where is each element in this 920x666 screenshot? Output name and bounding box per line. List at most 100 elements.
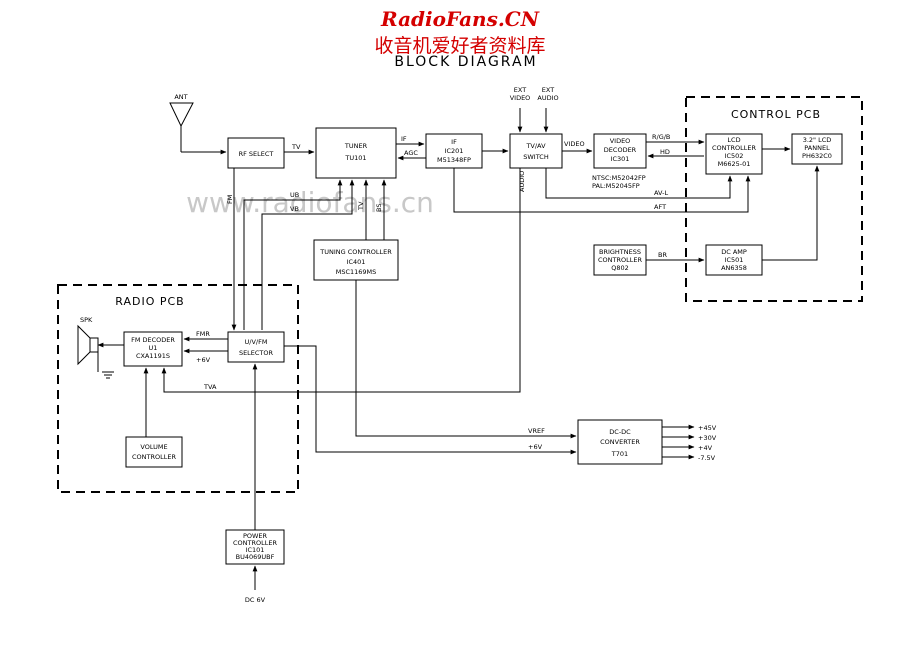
out-4v-label: +4V bbox=[698, 444, 713, 452]
selector-block bbox=[227, 331, 285, 363]
tvav-text-2: SWITCH bbox=[523, 153, 549, 161]
video-decoder-text-3: IC301 bbox=[611, 155, 630, 163]
spk-label: SPK bbox=[80, 316, 93, 324]
tvav-text-1: TV/AV bbox=[525, 142, 546, 150]
radio-pcb-region bbox=[57, 284, 299, 493]
avl-line bbox=[545, 168, 733, 199]
fm-decoder-text-3: CXA1191S bbox=[136, 352, 170, 360]
watermark-site: RadioFans.CN bbox=[380, 7, 540, 31]
bs-label: BS bbox=[375, 204, 383, 212]
power-text-1: POWER bbox=[243, 532, 268, 540]
rf-select-block bbox=[227, 137, 285, 169]
volume-text-2: CONTROLLER bbox=[132, 453, 176, 461]
brightness-text-1: BRIGHTNESS bbox=[599, 248, 641, 256]
tuning-controller-text-1: TUNING CONTROLLER bbox=[319, 248, 392, 256]
lcd-controller-text-2: CONTROLLER bbox=[712, 144, 756, 152]
out-45v-label: +45V bbox=[698, 424, 717, 432]
tuner-text-2: TU101 bbox=[344, 154, 366, 162]
tuning-controller-text-3: MSC1169MS bbox=[336, 268, 377, 276]
if-text-3: M51348FP bbox=[437, 156, 471, 164]
ext-video-label-2: VIDEO bbox=[510, 94, 531, 102]
out-30v-label: +30V bbox=[698, 434, 717, 442]
ext-audio-label-2: AUDIO bbox=[537, 94, 558, 102]
video-decoder-block bbox=[593, 133, 647, 169]
plus6v-radio-label: +6V bbox=[196, 356, 211, 364]
selector-text-2: SELECTOR bbox=[239, 349, 274, 357]
volume-text-1: VOLUME bbox=[140, 443, 167, 451]
power-text-3: IC101 bbox=[246, 546, 265, 554]
volume-controller-block bbox=[125, 436, 183, 468]
lcd-controller-text-4: M6625-01 bbox=[718, 160, 751, 168]
ext-audio-label-1: EXT bbox=[542, 86, 554, 94]
rf-select-text: RF SELECT bbox=[239, 150, 274, 158]
if-block bbox=[425, 133, 483, 169]
plus6v-line bbox=[284, 345, 577, 455]
dcdc-text-3: T701 bbox=[611, 450, 628, 458]
dc-amp-block bbox=[705, 244, 763, 276]
power-controller-block bbox=[225, 529, 285, 565]
aft-line bbox=[453, 168, 751, 213]
lcd-controller-text-3: IC502 bbox=[725, 152, 744, 160]
avl-label: AV-L bbox=[654, 189, 668, 197]
video-decoder-text-1: VIDEO bbox=[610, 137, 631, 145]
speaker-icon bbox=[77, 324, 114, 379]
diagram-title: BLOCK DIAGRAM bbox=[394, 54, 537, 70]
dc-amp-text-3: AN6358 bbox=[721, 264, 747, 272]
ub-line bbox=[243, 179, 343, 330]
dc-amp-text-2: IC501 bbox=[725, 256, 744, 264]
ntsc-label: NTSC:M52042FP bbox=[592, 174, 646, 182]
brightness-text-2: CONTROLLER bbox=[598, 256, 642, 264]
dc-amp-to-panel-line bbox=[762, 165, 820, 261]
pal-label: PAL:M52045FP bbox=[592, 182, 640, 190]
vb-line bbox=[261, 179, 355, 330]
ant-label: ANT bbox=[174, 93, 187, 101]
tv-label: TV bbox=[291, 143, 301, 151]
vref-line bbox=[355, 280, 577, 439]
fm-decoder-block bbox=[123, 331, 183, 367]
dcdc-text-2: CONVERTER bbox=[600, 438, 640, 446]
brightness-controller-block bbox=[593, 244, 647, 276]
rgb-label: R/G/B bbox=[652, 133, 670, 141]
fmr-label: FMR bbox=[196, 330, 210, 338]
tva-label: TVA bbox=[203, 383, 217, 391]
out-m75v-label: -7.5V bbox=[698, 454, 716, 462]
ub-label: UB bbox=[290, 191, 299, 199]
radio-pcb-label: RADIO PCB bbox=[115, 295, 184, 308]
fm-decoder-text-2: U1 bbox=[149, 344, 158, 352]
dcdc-text-1: DC-DC bbox=[609, 428, 631, 436]
tva-line bbox=[161, 168, 521, 393]
if-text-2: IC201 bbox=[445, 147, 464, 155]
brightness-text-3: Q802 bbox=[611, 264, 629, 272]
agc-label: AGC bbox=[404, 149, 418, 157]
lcd-panel-block bbox=[791, 133, 843, 165]
tvav-switch-block bbox=[509, 133, 563, 169]
tuner-text-1: TUNER bbox=[344, 142, 368, 150]
if-label: IF bbox=[401, 135, 407, 143]
dc6v-label: DC 6V bbox=[245, 596, 266, 604]
aft-label: AFT bbox=[654, 203, 666, 211]
lcd-panel-text-3: PH632C0 bbox=[802, 152, 832, 160]
lcd-panel-text-2: PANNEL bbox=[804, 144, 830, 152]
fm-label: FM bbox=[226, 195, 234, 204]
vref-label: VREF bbox=[528, 427, 545, 435]
selector-text-1: U/V/FM bbox=[245, 338, 268, 346]
br-label: BR bbox=[658, 251, 667, 259]
antenna-icon bbox=[169, 102, 227, 155]
power-text-2: CONTROLLER bbox=[233, 539, 277, 547]
control-pcb-label: CONTROL PCB bbox=[731, 108, 821, 121]
tuner-block bbox=[315, 127, 397, 179]
if-text-1: IF bbox=[451, 138, 457, 146]
lcd-controller-text-1: LCD bbox=[727, 136, 740, 144]
dc-amp-text-1: DC AMP bbox=[721, 248, 747, 256]
vb-label: VB bbox=[290, 205, 299, 213]
tv-vert-label: TV bbox=[357, 201, 365, 211]
audio-label: AUDIO bbox=[518, 171, 526, 192]
watermark-chinese: 收音机爱好者资料库 bbox=[374, 35, 545, 57]
power-text-4: BU4069UBF bbox=[236, 553, 275, 561]
control-pcb-region bbox=[685, 96, 863, 302]
lcd-controller-block bbox=[705, 133, 763, 175]
tuning-controller-text-2: IC401 bbox=[347, 258, 366, 266]
video-decoder-text-2: DECODER bbox=[604, 146, 637, 154]
